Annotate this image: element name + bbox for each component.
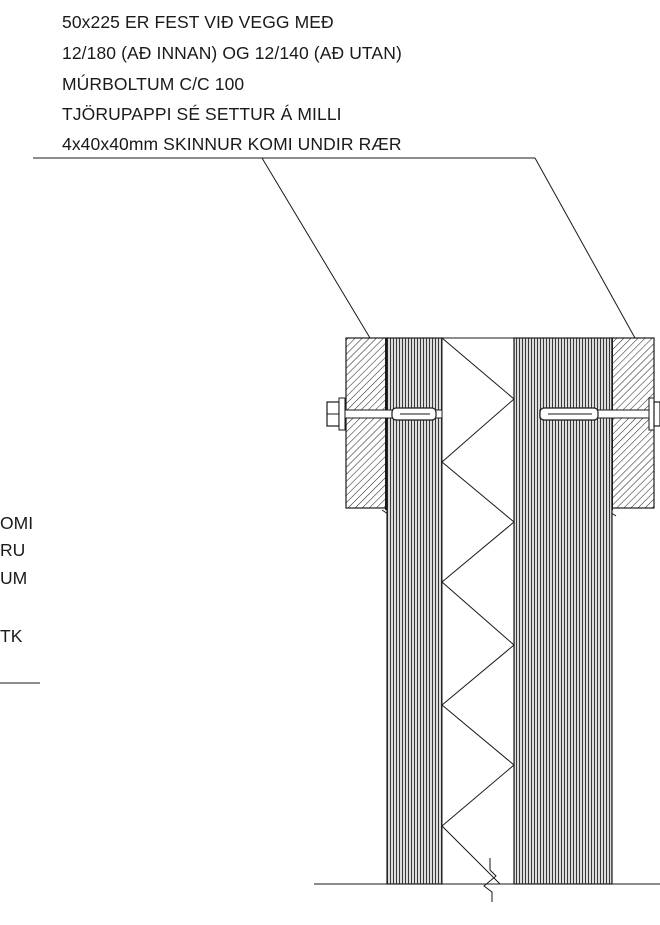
side-note-line: OMI (0, 513, 33, 533)
main-note-line: MÚRBOLTUM C/C 100 (62, 73, 244, 94)
side-note-line: UM (0, 568, 27, 588)
side-note-line: TK (0, 626, 23, 646)
side-note-line: RU (0, 540, 25, 560)
wall-leaf-right (513, 337, 613, 885)
leader-line-right (534, 157, 636, 339)
anchor-bolt-right (539, 397, 660, 431)
main-note-line: 50x225 ER FEST VIÐ VEGG MEÐ (62, 12, 334, 32)
main-note: 50x225 ER FEST VIÐ VEGG MEÐ 12/180 (AÐ I… (62, 12, 402, 154)
bolt-washer (648, 397, 655, 431)
insulation-zigzag (441, 337, 515, 885)
main-note-line: 4x40x40mm SKINNUR KOMI UNDIR RÆR (62, 134, 402, 154)
leader-line-left (261, 157, 371, 339)
insulation-zone (441, 337, 515, 885)
side-note: OMI RU UM TK (0, 513, 33, 646)
bolt-washer (338, 397, 346, 431)
timber-block-right (611, 337, 655, 509)
anchor-bolt-left (326, 397, 443, 431)
main-note-line: 12/180 (AÐ INNAN) OG 12/140 (AÐ UTAN) (62, 43, 402, 63)
bolt-nut (653, 401, 660, 427)
break-symbol (483, 858, 497, 902)
main-note-line: TJÖRUPAPPI SÉ SETTUR Á MILLI (62, 104, 342, 124)
timber-block-left (345, 337, 387, 509)
